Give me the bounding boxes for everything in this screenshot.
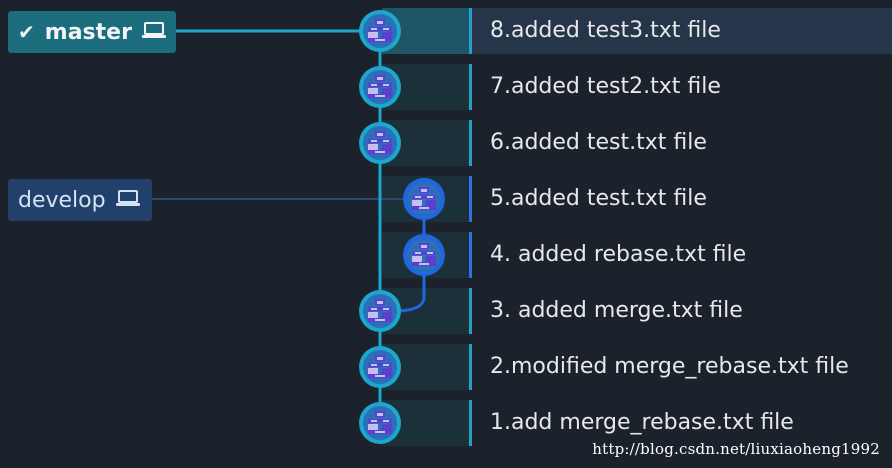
- commit-message: 4. added rebase.txt file: [490, 242, 747, 267]
- commit-row-divider: [469, 344, 472, 390]
- avatar-icon: [368, 355, 392, 378]
- avatar-icon: [368, 75, 392, 98]
- laptop-icon: [115, 188, 140, 213]
- commit-message: 2.modified merge_rebase.txt file: [490, 354, 849, 379]
- commit-message: 1.add merge_rebase.txt file: [490, 410, 794, 435]
- commit-row-divider: [469, 120, 472, 166]
- commit-row[interactable]: 6.added test.txt file: [0, 116, 892, 170]
- branch-label-develop[interactable]: develop: [8, 179, 152, 221]
- avatar-icon: [368, 131, 392, 154]
- branch-name: develop: [18, 187, 106, 213]
- avatar-icon: [412, 187, 436, 210]
- commit-row-divider: [469, 64, 472, 110]
- checkmark-icon: ✔: [18, 20, 35, 44]
- commit-row[interactable]: 3. added merge.txt file: [0, 284, 892, 338]
- commit-message: 8.added test3.txt file: [490, 18, 721, 43]
- branch-name: master: [44, 19, 132, 45]
- commit-row-divider: [469, 8, 472, 54]
- laptop-icon: [141, 20, 166, 45]
- commit-message: 7.added test2.txt file: [490, 74, 721, 99]
- commit-message: 5.added test.txt file: [490, 186, 707, 211]
- commit-row-highlight: [472, 8, 892, 54]
- avatar-icon: [368, 299, 392, 322]
- avatar-icon: [368, 411, 392, 434]
- avatar-icon: [412, 243, 436, 266]
- avatar-icon: [368, 19, 392, 42]
- commit-message: 3. added merge.txt file: [490, 298, 743, 323]
- commit-row-divider: [469, 400, 472, 446]
- commit-row[interactable]: 8.added test3.txt file: [0, 4, 892, 58]
- commit-row[interactable]: 5.added test.txt file: [0, 172, 892, 226]
- branch-label-master[interactable]: ✔ master: [8, 11, 176, 53]
- commit-row-divider: [469, 176, 472, 222]
- commit-row-divider: [469, 232, 472, 278]
- commit-row-divider: [469, 288, 472, 334]
- commit-row[interactable]: 1.add merge_rebase.txt file: [0, 396, 892, 450]
- commit-message: 6.added test.txt file: [490, 130, 707, 155]
- watermark: http://blog.csdn.net/liuxiaoheng1992: [592, 440, 880, 458]
